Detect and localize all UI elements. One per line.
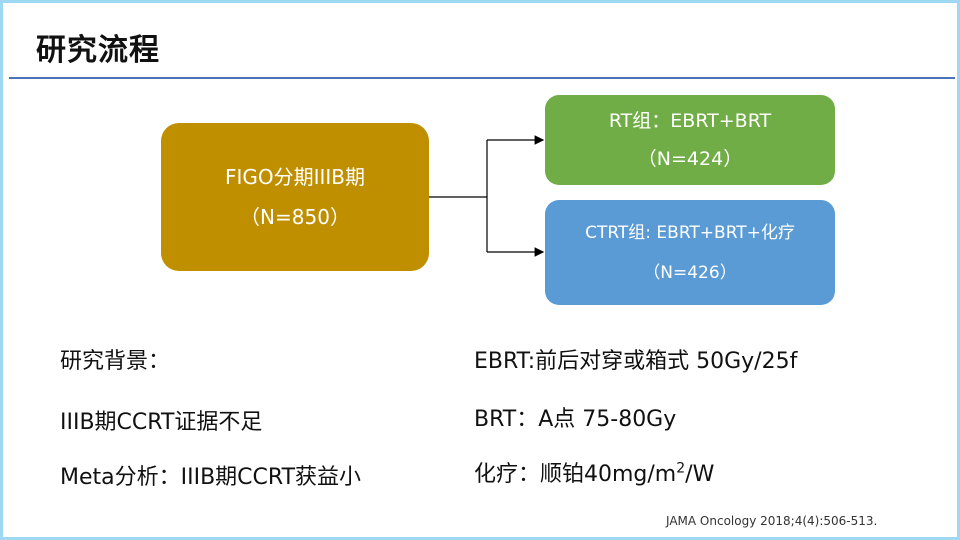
ebrt-protocol: EBRT:前后对穿或箱式 50Gy/25f [474,349,798,374]
title-divider [9,77,955,79]
page-title: 研究流程 [36,33,160,68]
rt-group-box: RT组：EBRT+BRT （N=424） [545,95,835,185]
figo-stage-count: （N=850） [240,205,350,229]
brt-protocol: BRT：A点 75-80Gy [474,407,677,432]
ctrt-group-box: CTRT组: EBRT+BRT+化疗 （N=426） [545,200,835,305]
chemo-protocol: 化疗：顺铂40mg/m2/W [474,456,714,488]
figo-stage-box: FIGO分期IIIB期 （N=850） [161,123,429,271]
flow-connectors [429,135,545,257]
background-item-meta: Meta分析：IIIB期CCRT获益小 [60,465,362,490]
figo-stage-label: FIGO分期IIIB期 [224,165,366,189]
chemo-protocol-suffix: /W [685,462,715,487]
background-heading: 研究背景： [60,349,171,374]
citation: JAMA Oncology 2018;4(4):506-513. [666,514,878,528]
ctrt-group-count: （N=426） [643,262,737,283]
rt-group-count: （N=424） [637,148,743,170]
rt-group-label: RT组：EBRT+BRT [608,110,772,132]
chemo-protocol-prefix: 化疗：顺铂40mg/m [474,462,677,487]
ctrt-group-label: CTRT组: EBRT+BRT+化疗 [585,222,795,243]
chemo-protocol-superscript: 2 [676,460,686,477]
background-item-evidence: IIIB期CCRT证据不足 [60,410,263,435]
